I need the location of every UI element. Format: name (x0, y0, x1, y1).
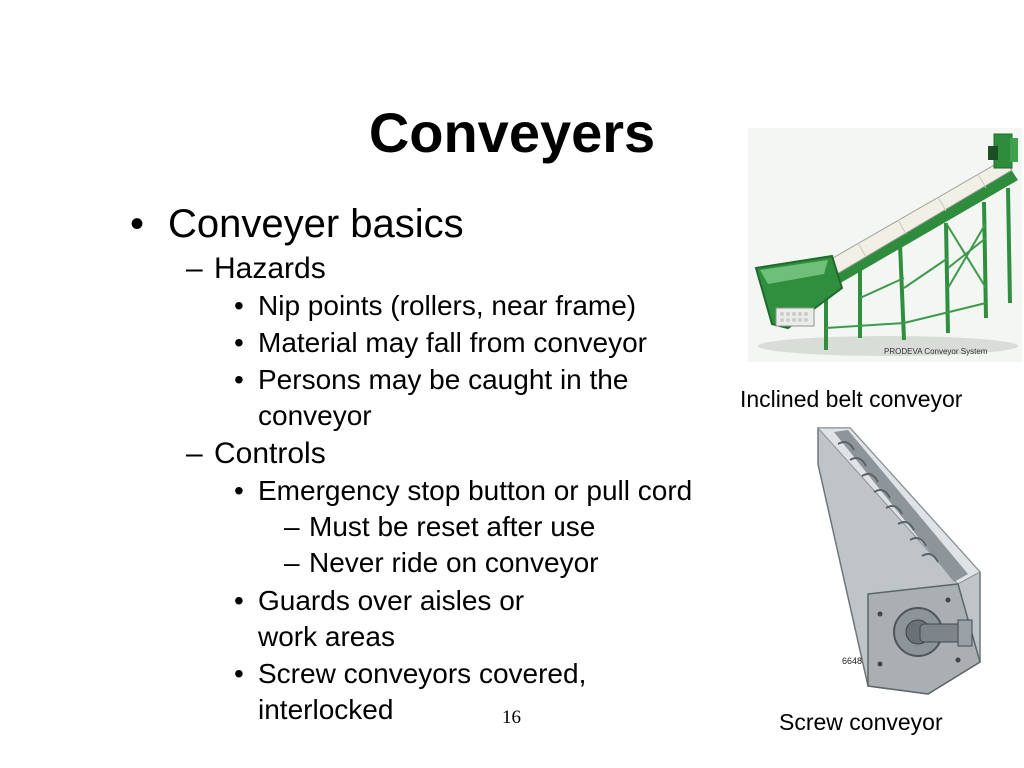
topic-conveyer-basics: Conveyer basics (168, 202, 464, 246)
hazard-item: Persons may be caught in the (258, 364, 629, 395)
control-guards-continued: work areas (258, 621, 395, 652)
control-screw-continued: interlocked (258, 694, 394, 725)
hazard-item: Nip points (rollers, near frame) (258, 290, 637, 321)
dash-hazards: – (186, 252, 203, 285)
caption-inclined-belt: Inclined belt conveyor (740, 386, 963, 412)
heading-hazards: Hazards (214, 252, 326, 285)
heading-controls: Controls (214, 437, 326, 470)
control-emergency-stop: Emergency stop button or pull cord (258, 475, 693, 506)
screw-conveyor-image: 6648 (808, 424, 988, 696)
control-sub-item: Never ride on conveyor (309, 547, 599, 578)
bullet-emergency: • (234, 475, 244, 506)
dash-sub-2: – (284, 547, 300, 578)
bullet-hazard-1: • (234, 290, 244, 321)
bullet-screw: • (234, 658, 244, 689)
inclined-belt-conveyor-image: PRODEVA Conveyor System (748, 128, 1022, 362)
control-screw-covered: Screw conveyors covered, (258, 658, 587, 689)
hazard-item: Material may fall from conveyor (258, 327, 648, 358)
caption-screw-conveyor: Screw conveyor (779, 709, 943, 735)
dash-sub-1: – (284, 511, 300, 542)
screw-image-label: 6648 (842, 656, 862, 666)
control-sub-item: Must be reset after use (309, 511, 596, 542)
bullet-guards: • (234, 585, 244, 616)
bullet-hazard-3: • (234, 364, 244, 395)
hazard-item-continued: conveyor (258, 400, 372, 431)
bullet-hazard-2: • (234, 327, 244, 358)
bullet-l1: • (130, 202, 145, 246)
slide-title: Conveyers (368, 101, 656, 164)
page-number: 16 (502, 707, 521, 728)
control-guards: Guards over aisles or (258, 585, 525, 616)
dash-controls: – (186, 437, 203, 470)
belt-image-label: PRODEVA Conveyor System (884, 347, 988, 356)
